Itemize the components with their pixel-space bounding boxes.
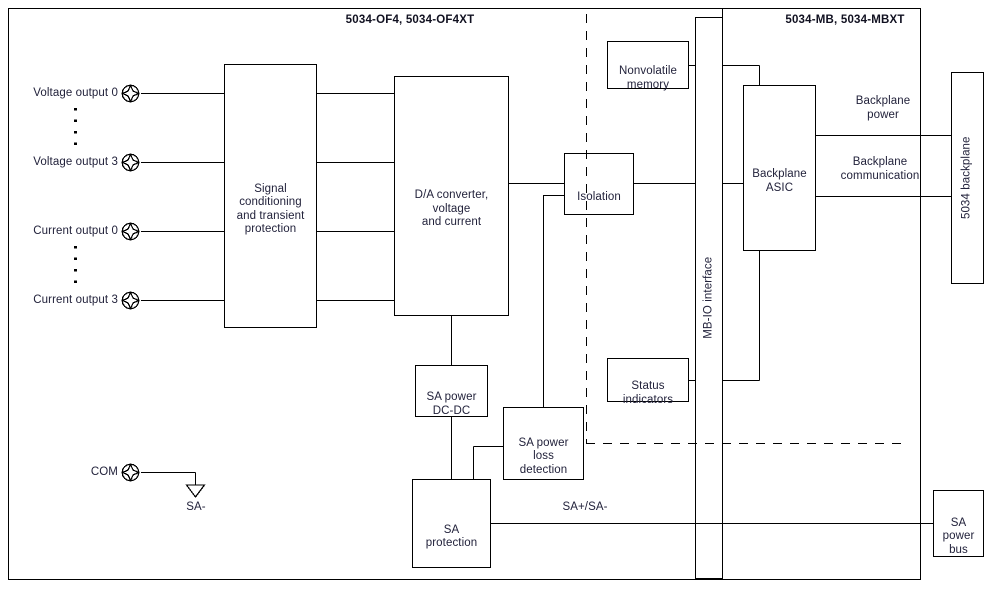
module-outer-boundary xyxy=(7,7,922,581)
block-sa-power-bus xyxy=(932,489,985,558)
signal-conditioning-text: Signal conditioning and transient protec… xyxy=(236,182,305,236)
sa-minus-ground-triangle xyxy=(185,484,206,499)
mb-io-interface-text: MB-IO interface xyxy=(702,256,715,339)
terminal-icon-current-output-3 xyxy=(121,291,141,310)
terminal-icon-current-output-0 xyxy=(121,222,141,241)
block-label-signal-conditioning: Signal conditioning and transient protec… xyxy=(224,64,317,328)
block-label-isolation: Isolation xyxy=(564,153,634,215)
block-label-sa-power-loss-detection: SA power loss detection xyxy=(503,407,584,480)
terminal-icon-voltage-output-0 xyxy=(121,84,141,103)
backplane-asic-text: Backplane ASIC xyxy=(752,168,807,194)
terminal-label-voltage-output-3: Voltage output 3 xyxy=(33,156,118,168)
block-5034-backplane xyxy=(950,71,985,285)
block-label-backplane-asic: Backplane ASIC xyxy=(743,85,816,251)
backplane-5034-text: 5034 backplane xyxy=(960,136,973,220)
terminal-label-current-output-0: Current output 0 xyxy=(33,225,118,237)
block-label-status-indicators: Status indicators xyxy=(607,358,689,406)
block-backplane-asic xyxy=(742,84,817,252)
block-label-da-converter: D/A converter, voltage and current xyxy=(394,76,509,316)
status-indicators-text: Status indicators xyxy=(622,380,674,406)
block-label-mb-io-interface: MB-IO interface xyxy=(695,17,723,578)
section-title-of4: 5034-OF4, 5034-OF4XT xyxy=(345,14,475,26)
connection-label-sa-plus-minus: SA+/SA- xyxy=(562,501,608,513)
da-converter-text: D/A converter, voltage and current xyxy=(414,189,489,229)
terminal-label-com: COM xyxy=(90,466,118,478)
terminal-icon-com xyxy=(121,463,141,482)
connection-label-backplane-communication: Backplane communication xyxy=(840,156,920,182)
block-signal-conditioning xyxy=(223,63,318,329)
label-sa-minus: SA- xyxy=(186,501,206,513)
sa-power-loss-detection-text: SA power loss detection xyxy=(518,436,569,476)
isolation-text: Isolation xyxy=(577,190,621,203)
nonvolatile-memory-text: Nonvolatile memory xyxy=(619,65,677,91)
section-title-mb: 5034-MB, 5034-MBXT xyxy=(785,14,905,26)
connection-label-backplane-power: Backplane power xyxy=(855,95,911,121)
block-label-5034-backplane: 5034 backplane xyxy=(951,72,984,284)
terminal-icon-voltage-output-3 xyxy=(121,153,141,172)
block-label-sa-power-dcdc: SA power DC-DC xyxy=(415,365,488,417)
sa-power-bus-text: SA power bus xyxy=(942,516,975,556)
block-label-sa-power-bus: SA power bus xyxy=(933,490,984,557)
sa-protection-text: SA protection xyxy=(425,523,478,550)
block-mb-io-interface xyxy=(694,16,724,580)
terminal-label-current-output-3: Current output 3 xyxy=(33,294,118,306)
block-label-nonvolatile-memory: Nonvolatile memory xyxy=(607,41,689,91)
terminal-label-voltage-output-0: Voltage output 0 xyxy=(33,87,118,99)
block-label-sa-protection: SA protection xyxy=(412,479,491,568)
sa-power-dcdc-text: SA power DC-DC xyxy=(426,391,477,417)
block-sa-power-loss-detection xyxy=(502,406,585,481)
isolation-barrier-dashed xyxy=(585,14,908,445)
